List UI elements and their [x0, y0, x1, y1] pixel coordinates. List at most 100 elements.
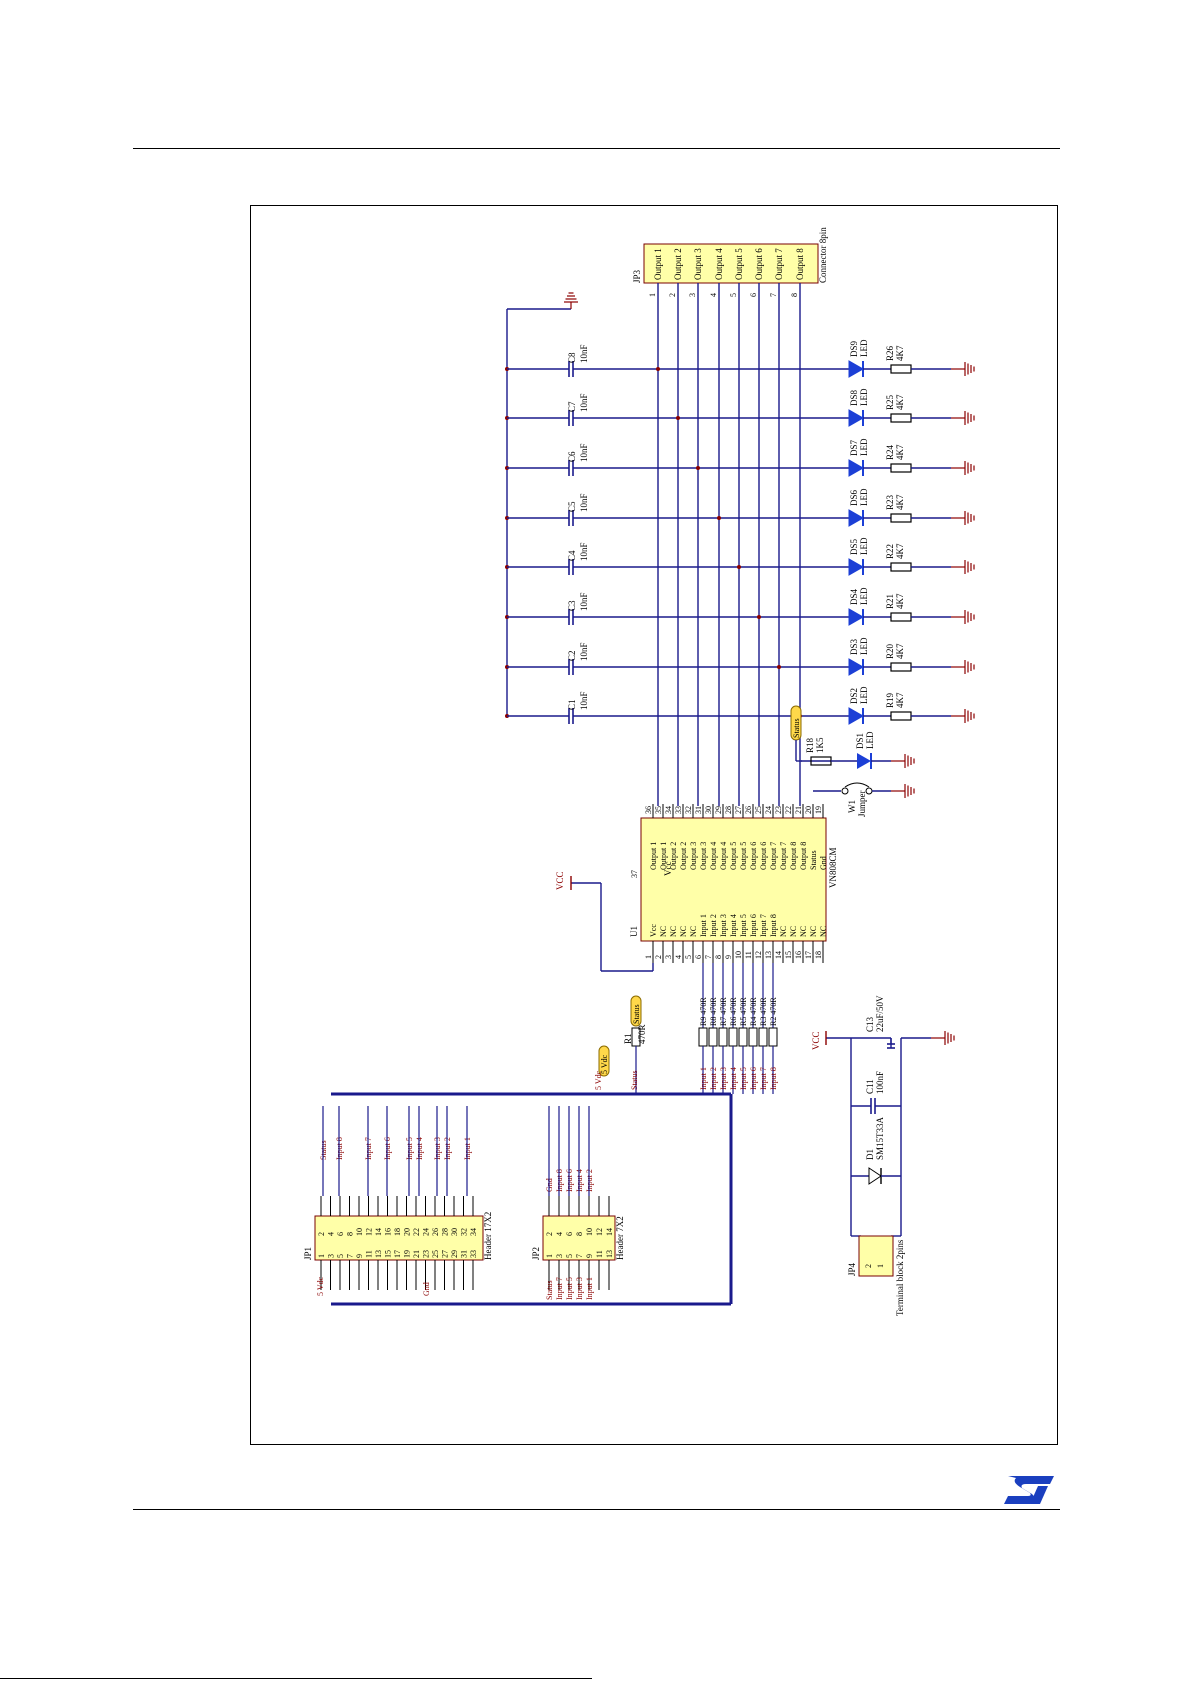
- jp1-pin-num: 27: [441, 1250, 450, 1258]
- u1-pin-num: 5: [684, 955, 693, 959]
- u1-pin-name: Gnd: [819, 856, 828, 870]
- c11-value: 100nF: [875, 1071, 885, 1094]
- u1-pin-num: 25: [754, 806, 763, 814]
- resistor-icon: [748, 1027, 758, 1047]
- led-ref: DS8: [849, 389, 859, 406]
- u1-pin-num: 35: [654, 806, 663, 814]
- page-bottom-line: [0, 1678, 592, 1679]
- u1-pin-num: 10: [734, 951, 743, 959]
- jp1-pin-num: 18: [393, 1228, 402, 1236]
- u1-pin-name: NC: [669, 926, 678, 937]
- u1-pin-name: NC: [779, 926, 788, 937]
- jp3-ref: JP3: [632, 269, 642, 283]
- resistor-icon: [890, 711, 912, 721]
- jp1-pin-num: 31: [460, 1250, 469, 1258]
- jp1-pin-num: 2: [317, 1232, 326, 1236]
- led-type: LED: [859, 637, 869, 655]
- footer-rule: [133, 1509, 1060, 1510]
- jp2-pin-num: 13: [605, 1250, 614, 1258]
- resistor-icon: [698, 1027, 708, 1047]
- led-ref: DS4: [849, 588, 859, 605]
- jp1-net-label: 5 Vdc: [316, 1276, 325, 1296]
- jp3-pin-name: Output 1: [653, 248, 663, 280]
- jp3-pin-name: Output 6: [754, 248, 764, 280]
- jp2-pin-num: 9: [585, 1254, 594, 1258]
- jp1-pin-num: 5: [336, 1254, 345, 1258]
- u1-pin-name: Output 1: [659, 842, 668, 870]
- resistor-icon: [768, 1027, 778, 1047]
- input-resistor-label: R5 470R: [739, 997, 748, 1026]
- u1-pin-name: NC: [799, 926, 808, 937]
- input-net-label: Input 5: [739, 1067, 748, 1090]
- jp3-part: Connector 8pin: [818, 227, 828, 283]
- u1-pin-num: 13: [764, 951, 773, 959]
- jp1-pin-num: 23: [422, 1250, 431, 1258]
- u1-pin-name: Input 7: [759, 914, 768, 937]
- resistor-value: 4K7: [895, 494, 905, 510]
- led-icon: [857, 753, 871, 769]
- junction-dot: [656, 367, 660, 371]
- cap-value: 10nF: [579, 344, 589, 363]
- resistor-ref: R26: [885, 345, 895, 361]
- u1-pin-num: 14: [774, 951, 783, 959]
- input-resistor-label: R7 470R: [719, 997, 728, 1026]
- jp1-pin-num: 15: [384, 1250, 393, 1258]
- u1-pin-name: Output 2: [679, 842, 688, 870]
- input-resistor-label: R4 470R: [749, 997, 758, 1026]
- led-icon: [848, 360, 865, 378]
- jp3-pin-num: 4: [709, 293, 718, 297]
- u1-pin-name: Status: [809, 850, 818, 870]
- u1-pin-num: 18: [814, 951, 823, 959]
- jp2-pin-num: 12: [595, 1228, 604, 1236]
- jp1-ref: JP1: [303, 1247, 313, 1260]
- u1-pin-name: Output 3: [699, 842, 708, 870]
- status-resistor-value: 1K5: [815, 737, 825, 753]
- cap-value: 10nF: [579, 393, 589, 412]
- jp1-pin-num: 21: [412, 1250, 421, 1258]
- jp2-pin-num: 4: [555, 1232, 564, 1236]
- u1-pin-num: 9: [724, 955, 733, 959]
- input-net-label: Input 7: [759, 1067, 768, 1090]
- st-logo-icon: [1004, 1476, 1054, 1504]
- u1-pin-num: 21: [794, 806, 803, 814]
- resistor-value: 4K7: [895, 543, 905, 559]
- resistor-icon: [718, 1027, 728, 1047]
- u1-chip: [640, 817, 827, 942]
- u1-pin-name: NC: [689, 926, 698, 937]
- u1-pin-num: 12: [754, 951, 763, 959]
- u1-pin-num: 24: [764, 806, 773, 814]
- junction-dot: [737, 565, 741, 569]
- u1-pin-name: Output 5: [729, 842, 738, 870]
- u1-pin-num: 36: [644, 806, 653, 814]
- resistor-icon: [738, 1027, 748, 1047]
- led-ref: DS2: [849, 688, 859, 704]
- c11-ref: C11: [865, 1079, 875, 1094]
- status-port-icon: [630, 995, 642, 1027]
- led-type: LED: [859, 488, 869, 506]
- jp1-pin-num: 33: [469, 1250, 478, 1258]
- jp2-part: Header 7X2: [615, 1216, 625, 1260]
- u1-pin-num: 32: [684, 806, 693, 814]
- jp3-pin-name: Output 4: [714, 248, 724, 280]
- u1-pin-num: 19: [814, 806, 823, 814]
- jp1-pin-num: 4: [327, 1232, 336, 1236]
- d1-value: SM15T33A: [875, 1116, 885, 1160]
- u1-pin-num: 4: [674, 955, 683, 959]
- resistor-ref: R24: [885, 444, 895, 460]
- u1-pin-name: Input 1: [699, 914, 708, 937]
- u1-pin-name: NC: [809, 926, 818, 937]
- vdc-port-label: 5 Vdc: [600, 1054, 609, 1074]
- resistor-icon: [708, 1027, 718, 1047]
- led-ref: DS3: [849, 638, 859, 655]
- jp1-pin-num: 9: [355, 1254, 364, 1258]
- u1-pin-num: 22: [784, 806, 793, 814]
- u1-pin-num: 33: [674, 806, 683, 814]
- jp2-pin-num: 5: [565, 1254, 574, 1258]
- u1-pin-num: 29: [714, 806, 723, 814]
- u1-pin-name: NC: [659, 926, 668, 937]
- jp4-part: Terminal block 2pins: [895, 1239, 905, 1316]
- jp2-net-label: Input 1: [585, 1277, 594, 1300]
- u1-pin-num: 2: [654, 955, 663, 959]
